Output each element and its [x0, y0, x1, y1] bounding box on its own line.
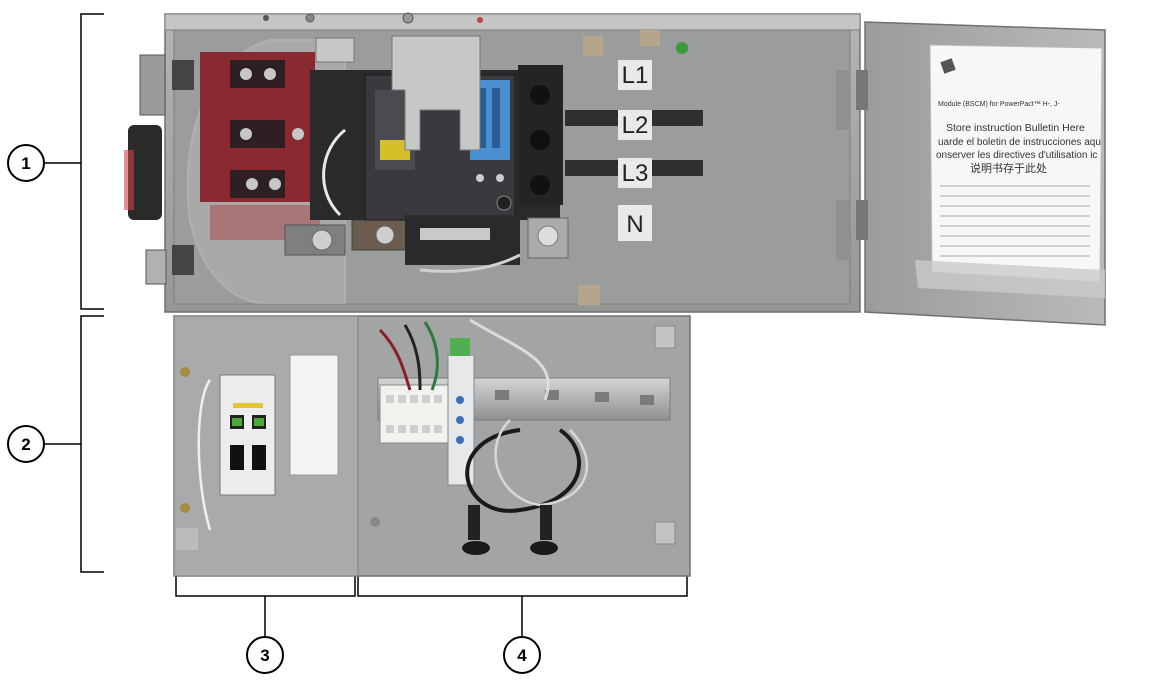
bulletin-spanish-text: uarde el boletin de instrucciones aqu — [938, 137, 1101, 148]
phase-label-l3: L3 — [622, 160, 649, 187]
operating-handle — [124, 54, 167, 285]
bracket-1 — [44, 13, 104, 310]
bulletin-chinese-text: 说明书存于此处 — [970, 161, 1047, 175]
callout-group-1: 1 — [7, 13, 104, 310]
phase-label-l2: L2 — [622, 112, 649, 139]
enclosure-door: Module (BSCM) for PowerPact™ H-, J- Stor… — [856, 21, 1106, 326]
callout-circle-2 — [7, 425, 45, 463]
callout-group-2: 2 — [7, 315, 104, 573]
callout-circle-4 — [503, 636, 541, 674]
callout-circle-1 — [7, 144, 45, 182]
callout-circle-3 — [246, 636, 284, 674]
bulletin-french-text: onserver les directives d'utilisation ic — [936, 150, 1097, 161]
callout-number-1: 1 — [21, 154, 30, 173]
phase-label-l1: L1 — [622, 62, 649, 89]
phase-label-neutral: N — [626, 211, 643, 238]
callout-number-3: 3 — [260, 646, 269, 665]
callout-number-2: 2 — [21, 435, 30, 454]
terminal-wiring-compartment — [370, 318, 676, 555]
mounting-bracket — [391, 35, 481, 151]
transformer-module — [289, 354, 339, 476]
bracket-2 — [44, 315, 104, 573]
bracket-4 — [357, 576, 688, 636]
bulletin-header-text: Module (BSCM) for PowerPact™ H-, J- — [938, 101, 1060, 108]
phase-labels: L1 L2 L3 N — [618, 60, 652, 241]
breaker-enclosure: L1 L2 L3 N — [124, 12, 861, 313]
bracket-3 — [175, 576, 356, 636]
callout-group-3: 3 — [175, 576, 356, 674]
instruction-bulletin-pocket: Module (BSCM) for PowerPact™ H-, J- Stor… — [915, 44, 1105, 298]
control-power-compartment — [176, 354, 339, 550]
callout-number-4: 4 — [517, 646, 527, 665]
control-fuse-block — [219, 374, 276, 496]
terminal-block — [379, 384, 449, 444]
bulletin-store-text: Store instruction Bulletin Here — [946, 122, 1085, 134]
accessory-enclosure — [173, 315, 691, 577]
red-terminal-board — [200, 52, 320, 240]
callout-group-4: 4 — [357, 576, 688, 674]
